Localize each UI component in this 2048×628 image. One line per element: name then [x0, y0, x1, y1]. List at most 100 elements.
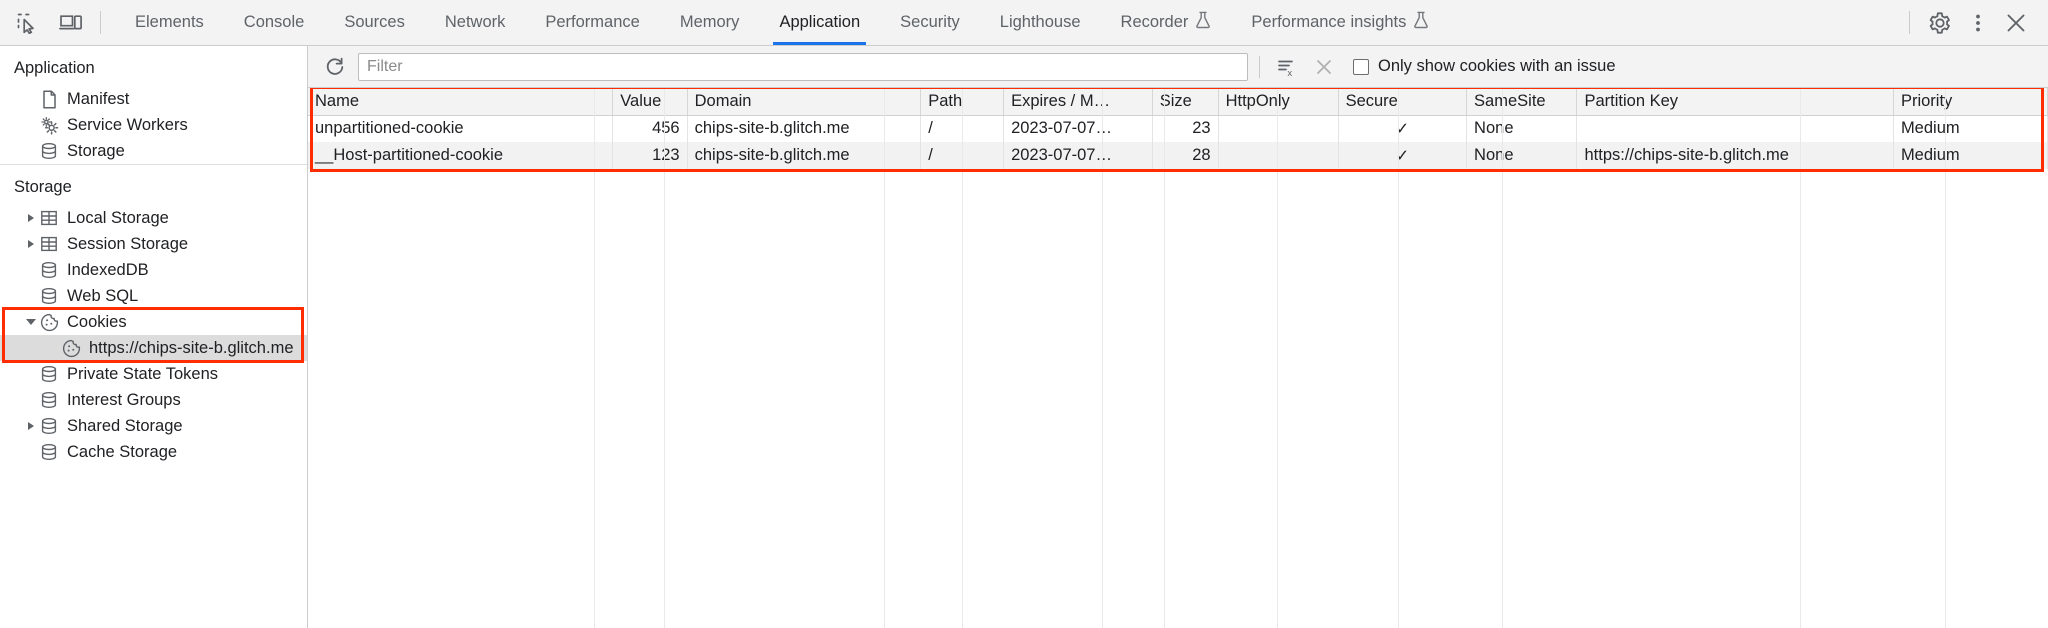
sidebar-item-manifest[interactable]: Manifest	[0, 86, 307, 112]
cell-secure: ✓	[1338, 142, 1468, 169]
close-icon[interactable]	[1998, 6, 2034, 40]
tab-label: Network	[444, 13, 506, 31]
column-rule	[963, 88, 1103, 628]
tab-network[interactable]: Network	[425, 0, 526, 45]
column-header-partition-key[interactable]: Partition Key	[1576, 88, 1894, 116]
experiment-flask-icon	[1195, 11, 1211, 34]
tab-label: Memory	[679, 13, 740, 31]
database-icon	[38, 416, 60, 436]
toolbar-divider-right	[1909, 11, 1910, 34]
column-header-samesite[interactable]: SameSite	[1466, 88, 1578, 116]
sidebar-item-indexeddb[interactable]: IndexedDB	[0, 257, 307, 283]
clear-all-icon[interactable]	[1309, 53, 1339, 81]
sidebar-item-cache-storage[interactable]: Cache Storage	[0, 439, 307, 465]
sidebar-item-interest-groups[interactable]: Interest Groups	[0, 387, 307, 413]
column-header-size[interactable]: Size	[1152, 88, 1219, 116]
clear-filter-icon[interactable]: x	[1271, 53, 1301, 81]
column-rule	[1503, 88, 1801, 628]
sidebar-item-label: https://chips-site-b.glitch.me	[89, 338, 294, 357]
column-header-domain[interactable]: Domain	[687, 88, 922, 116]
sidebar-item-session-storage[interactable]: Session Storage	[0, 231, 307, 257]
cell-domain: chips-site-b.glitch.me	[687, 115, 922, 142]
cell-httponly	[1218, 142, 1339, 169]
chevron-right-icon[interactable]	[24, 240, 38, 248]
svg-text:x: x	[1287, 68, 1292, 78]
tab-performance[interactable]: Performance	[525, 0, 659, 45]
column-rule	[1801, 88, 1946, 628]
device-toolbar-icon[interactable]	[54, 7, 88, 39]
column-header-secure[interactable]: Secure	[1338, 88, 1468, 116]
column-rule	[1165, 88, 1278, 628]
sidebar-item-https-chips-site-b-glitch-me[interactable]: https://chips-site-b.glitch.me	[0, 335, 307, 361]
cell-domain: chips-site-b.glitch.me	[687, 142, 922, 169]
checkbox-box[interactable]	[1353, 58, 1369, 75]
only-show-issues-checkbox[interactable]: Only show cookies with an issue	[1353, 57, 1616, 76]
sidebar-item-cookies[interactable]: Cookies	[0, 309, 307, 335]
refresh-icon[interactable]	[320, 53, 350, 81]
cookies-toolbar: x Only show cookies with an issue	[308, 46, 2048, 88]
tab-console[interactable]: Console	[224, 0, 325, 45]
chevron-down-icon[interactable]	[24, 319, 38, 325]
tab-security[interactable]: Security	[880, 0, 980, 45]
cell-samesite: None	[1466, 115, 1578, 142]
sidebar-item-private-state-tokens[interactable]: Private State Tokens	[0, 361, 307, 387]
tab-elements[interactable]: Elements	[115, 0, 224, 45]
cell-priority: Medium	[1893, 142, 2048, 169]
document-icon	[38, 89, 60, 109]
tab-label: Performance insights	[1251, 13, 1407, 31]
cell-path: /	[920, 142, 1005, 169]
tab-label: Sources	[344, 13, 405, 31]
sidebar-item-label: Shared Storage	[67, 416, 183, 435]
column-header-path[interactable]: Path	[920, 88, 1005, 116]
sidebar-item-label: IndexedDB	[67, 260, 149, 279]
sidebar-item-service-workers[interactable]: Service Workers	[0, 112, 307, 138]
gear-icon[interactable]	[1922, 6, 1958, 40]
cell-partition-key: https://chips-site-b.glitch.me	[1576, 142, 1894, 169]
sidebar-item-label: Storage	[67, 141, 125, 160]
column-header-expires-m[interactable]: Expires / M…	[1003, 88, 1153, 116]
table-icon	[38, 208, 60, 228]
sidebar-item-local-storage[interactable]: Local Storage	[0, 205, 307, 231]
table-icon	[38, 234, 60, 254]
tab-memory[interactable]: Memory	[660, 0, 760, 45]
tab-performance-insights[interactable]: Performance insights	[1231, 0, 1449, 45]
sidebar-item-storage[interactable]: Storage	[0, 138, 307, 164]
tab-sources[interactable]: Sources	[324, 0, 425, 45]
cell-priority: Medium	[1893, 115, 2048, 142]
cell-size: 23	[1152, 115, 1219, 142]
experiment-flask-icon	[1413, 11, 1429, 34]
sidebar-item-shared-storage[interactable]: Shared Storage	[0, 413, 307, 439]
chevron-right-icon[interactable]	[24, 214, 38, 222]
column-header-value[interactable]: Value	[612, 88, 688, 116]
filter-input[interactable]	[358, 52, 1248, 81]
inspect-element-icon[interactable]	[10, 7, 44, 39]
cell-name: __Host-partitioned-cookie	[308, 142, 614, 169]
cell-partition-key	[1576, 115, 1894, 142]
sidebar-item-label: Private State Tokens	[67, 364, 219, 383]
sidebar-item-web-sql[interactable]: Web SQL	[0, 283, 307, 309]
column-header-httponly[interactable]: HttpOnly	[1218, 88, 1339, 116]
devtools-right-icons	[1899, 0, 2048, 45]
sidebar-item-label: Session Storage	[67, 234, 189, 253]
cookie-icon	[60, 338, 82, 358]
sidebar-item-label: Cookies	[67, 312, 127, 331]
column-header-priority[interactable]: Priority	[1893, 88, 2048, 116]
tab-label: Elements	[135, 13, 204, 31]
tab-recorder[interactable]: Recorder	[1101, 0, 1232, 45]
database-icon	[38, 286, 60, 306]
column-header-name[interactable]: Name	[308, 88, 614, 116]
tab-lighthouse[interactable]: Lighthouse	[980, 0, 1101, 45]
more-vertical-icon[interactable]	[1960, 6, 1996, 40]
tab-label: Security	[900, 13, 960, 31]
chevron-right-icon[interactable]	[24, 422, 38, 430]
cell-path: /	[920, 115, 1005, 142]
sidebar-item-label: Manifest	[67, 89, 130, 108]
tab-application[interactable]: Application	[759, 0, 880, 45]
cell-expires-m: 2023-07-07…	[1003, 115, 1153, 142]
